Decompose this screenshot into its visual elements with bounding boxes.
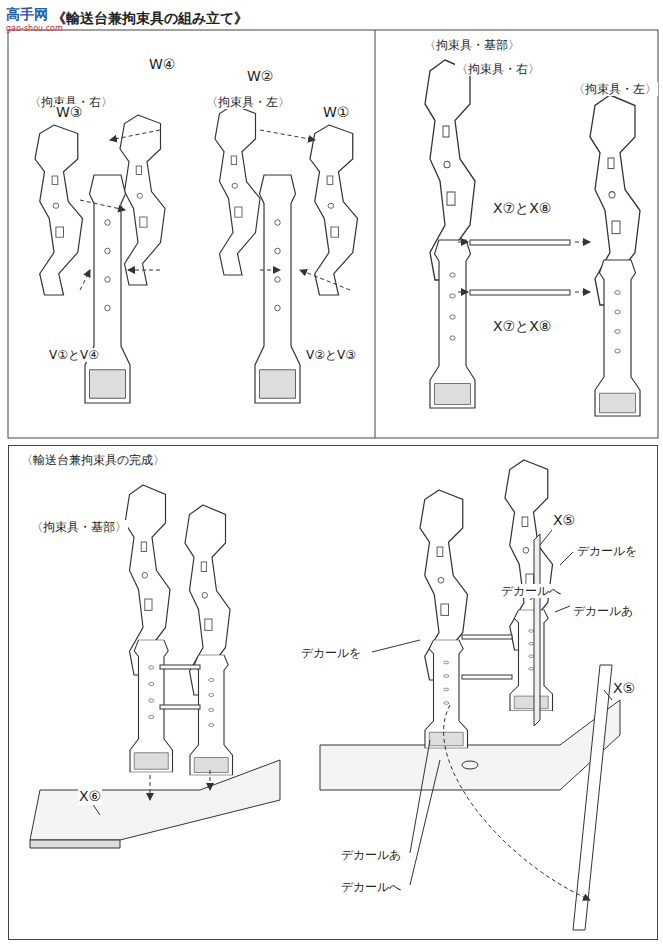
part-number: X⑤ — [612, 680, 636, 697]
part-number: W③ — [55, 104, 83, 121]
watermark: gao-shou.com — [5, 24, 64, 34]
part-number: V②とV③ — [305, 348, 357, 362]
part-number: X⑦とX⑧ — [492, 318, 552, 335]
sub-heading: 〈拘束具・基部〉 — [423, 38, 521, 52]
watermark: 高手网 — [5, 6, 49, 23]
part-number: W④ — [148, 56, 176, 73]
sub-heading: 〈拘束具・基部〉 — [30, 520, 128, 534]
part-number: X⑦とX⑧ — [492, 200, 552, 217]
decal-callout: デカールを — [300, 646, 362, 660]
page-title: 《輸送台兼拘束具の組み立て》 — [52, 10, 248, 27]
section-heading: 〈輸送台兼拘束具の完成〉 — [21, 452, 165, 469]
decal-callout: デカールあ — [340, 848, 402, 862]
part-number: W② — [246, 68, 274, 85]
decal-callout: デカールへ — [500, 584, 562, 598]
sub-heading: 〈拘束具・左〉 — [205, 95, 291, 109]
sub-heading: 〈拘束具・右〉 — [455, 62, 541, 76]
part-number: X⑥ — [78, 788, 102, 805]
sub-heading: 〈拘束具・左〉 — [572, 82, 658, 96]
part-number: W① — [322, 104, 350, 121]
part-number: X⑤ — [552, 512, 576, 529]
decal-callout: デカールを — [576, 544, 638, 558]
part-number: V①とV④ — [48, 348, 100, 362]
decal-callout: デカールへ — [340, 880, 402, 894]
decal-callout: デカールあ — [572, 604, 634, 618]
